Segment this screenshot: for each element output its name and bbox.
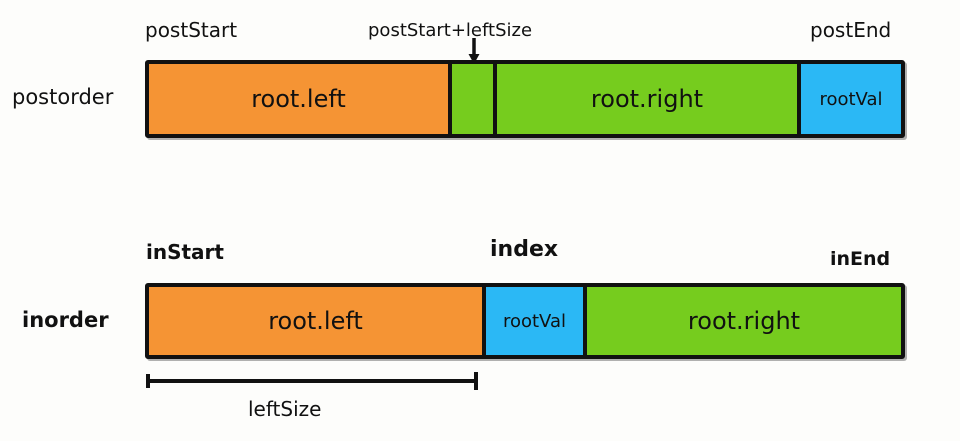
- postorder-start-label: postStart: [145, 18, 238, 42]
- postorder-mid-arrow-icon: [467, 38, 481, 64]
- inorder-segment-root-right-text: root.right: [687, 307, 801, 335]
- inorder-segment-root-right: root.right: [583, 287, 901, 355]
- left-size-label: leftSize: [248, 397, 322, 421]
- postorder-segment-root-left-text: root.left: [251, 85, 346, 113]
- bracket-line: [146, 379, 478, 383]
- inorder-bar: root.left rootVal root.right: [145, 283, 905, 359]
- postorder-mid-label: postStart+leftSize: [368, 20, 533, 41]
- postorder-segment-root-right: root.right: [493, 64, 797, 134]
- inorder-mid-label: index: [490, 237, 559, 262]
- postorder-segment-root-val-text: rootVal: [819, 88, 883, 110]
- postorder-segment-root-val: rootVal: [797, 64, 901, 134]
- inorder-segment-root-val-text: rootVal: [502, 310, 567, 332]
- postorder-segment-root-right-text: root.right: [590, 85, 704, 113]
- postorder-row-label: postorder: [12, 85, 114, 109]
- inorder-segment-root-val: rootVal: [482, 287, 583, 355]
- inorder-start-label: inStart: [146, 240, 224, 264]
- postorder-segment-root-left: root.left: [149, 64, 448, 134]
- postorder-bar: root.left root.right rootVal: [145, 60, 905, 138]
- left-size-bracket: [146, 372, 478, 390]
- postorder-segment-gap: [448, 64, 493, 134]
- inorder-segment-root-left-text: root.left: [268, 307, 363, 335]
- inorder-end-label: inEnd: [830, 248, 891, 270]
- inorder-row-label: inorder: [22, 308, 109, 332]
- postorder-end-label: postEnd: [810, 18, 892, 42]
- bracket-tick-right: [474, 372, 478, 390]
- inorder-segment-root-left: root.left: [149, 287, 482, 355]
